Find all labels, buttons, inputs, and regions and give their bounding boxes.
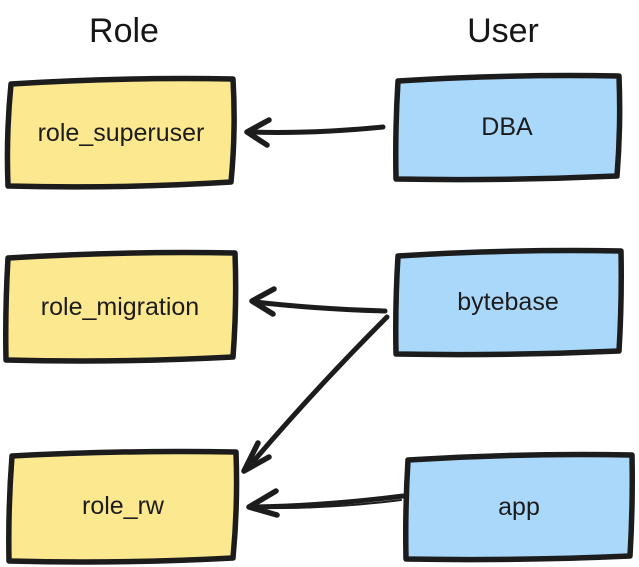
arrow-shaft: [247, 124, 386, 135]
node-box: [3, 249, 239, 364]
node-dba: DBA: [393, 72, 623, 183]
node-label: bytebase: [457, 288, 558, 316]
arrowhead-icon: [241, 440, 272, 474]
node-role_migration: role_migration: [3, 249, 239, 364]
arrow-shaft: [252, 299, 388, 314]
node-box: [4, 75, 237, 190]
node-label: DBA: [481, 113, 533, 141]
arrow-bytebase-to-role_migration: [249, 286, 388, 317]
arrow-app-to-role_rw: [246, 488, 406, 518]
arrow-shaft: [244, 314, 390, 472]
node-box: [403, 451, 635, 563]
arrowhead-icon: [249, 286, 277, 317]
node-label: role_rw: [82, 492, 165, 520]
arrowhead-icon: [246, 488, 280, 518]
node-label: role_migration: [41, 293, 199, 321]
node-box: [6, 448, 240, 565]
node-box: [393, 247, 624, 358]
node-bytebase: bytebase: [393, 247, 624, 358]
node-role_superuser: role_superuser: [4, 75, 237, 190]
arrow-shaft: [249, 493, 406, 510]
user-column-title: User: [467, 12, 539, 50]
arrow-shaft-sketch-line: [257, 499, 402, 510]
node-label: role_superuser: [38, 119, 205, 147]
arrow-bytebase-to-role_rw: [241, 314, 390, 474]
arrow-dba-to-role_superuser: [244, 117, 386, 148]
node-app: app: [403, 451, 635, 563]
node-box: [393, 72, 623, 183]
node-label: app: [498, 493, 540, 521]
role-column-title: Role: [89, 12, 159, 50]
node-role_rw: role_rw: [6, 448, 240, 565]
arrowhead-icon: [244, 117, 272, 148]
